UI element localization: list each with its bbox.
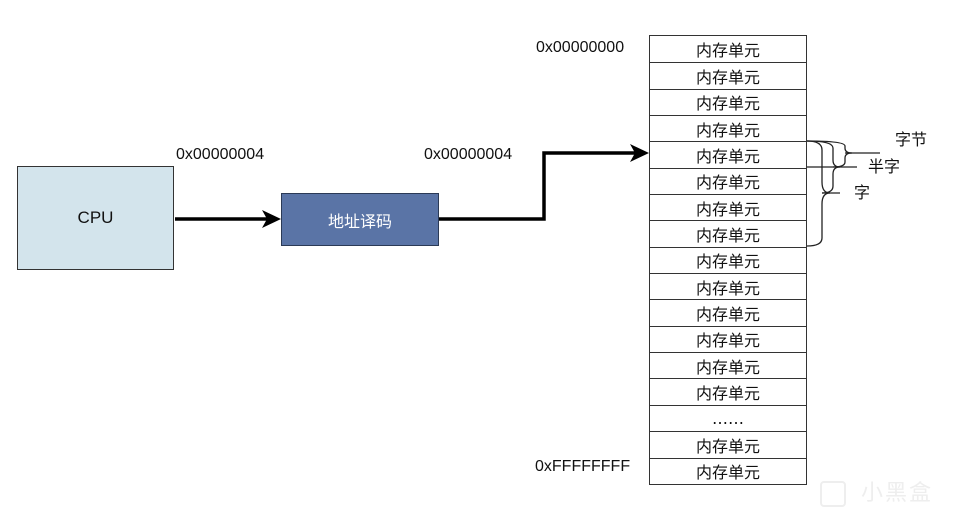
cpu-label: CPU xyxy=(77,208,114,227)
memory-cell: 内存单元 xyxy=(650,115,806,141)
memory-cell: 内存单元 xyxy=(695,41,760,61)
memory-cell: 内存单元 xyxy=(650,273,806,299)
word-label: 字 xyxy=(854,183,871,202)
memory-cell: 内存单元 xyxy=(650,352,806,378)
cpu-block: CPU xyxy=(17,166,174,270)
byte-label: 字节 xyxy=(895,130,928,149)
decoder-output-address: 0x00000004 xyxy=(424,146,513,163)
watermark: 小黑盒 xyxy=(820,475,933,507)
memory-cell: 内存单元 xyxy=(650,88,806,115)
watermark-text: 小黑盒 xyxy=(861,481,934,506)
memory-cell: 内存单元 xyxy=(650,194,806,220)
memory-start-address: 0x00000000 xyxy=(536,39,625,56)
memory-cell: 内存单元 xyxy=(650,325,806,352)
watermark-logo-icon xyxy=(820,481,846,507)
memory-cell: 内存单元 xyxy=(650,167,806,194)
half-word-label: 半字 xyxy=(868,157,901,176)
cpu-output-address: 0x00000004 xyxy=(176,146,265,163)
memory-ellipsis-row: …… xyxy=(650,404,806,431)
cpu-to-decoder-arrow xyxy=(175,210,281,228)
memory-cell: 内存单元 xyxy=(650,457,806,484)
memory-cell: 内存单元 xyxy=(650,246,806,273)
memory-cell: 内存单元 xyxy=(650,431,806,457)
decoder-label: 地址译码 xyxy=(327,211,392,231)
memory-end-address: 0xFFFFFFFF xyxy=(535,458,631,475)
word-brace xyxy=(806,140,840,247)
memory-cell: 内存单元 xyxy=(650,141,806,167)
memory-column: 内存单元内存单元内存单元内存单元内存单元内存单元内存单元内存单元内存单元内存单元… xyxy=(649,35,807,485)
memory-cell: 内存单元 xyxy=(650,299,806,325)
memory-cell: 内存单元 xyxy=(650,378,806,404)
memory-cell: 内存单元 xyxy=(650,62,806,88)
memory-cell: 内存单元 xyxy=(650,220,806,246)
half-word-brace xyxy=(806,140,857,194)
address-decoder-block: 地址译码 xyxy=(281,193,439,246)
